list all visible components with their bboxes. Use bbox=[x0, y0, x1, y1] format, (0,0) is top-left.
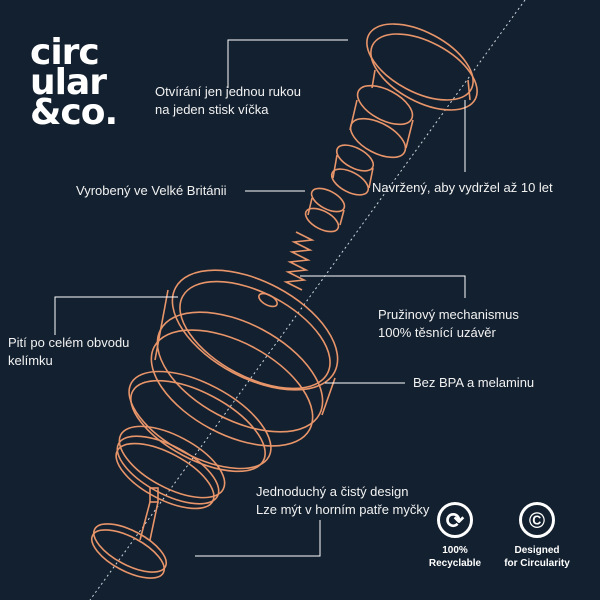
callout-line-one-hand bbox=[227, 39, 348, 88]
badge-label: Recyclable bbox=[428, 558, 482, 569]
axis-dotted-line bbox=[89, 0, 526, 600]
badge-recyclable: ⟳ 100% Recyclable bbox=[410, 502, 500, 570]
callout-bpa: Bez BPA a melaminu bbox=[413, 375, 535, 390]
logo-line: &co. bbox=[30, 92, 118, 133]
callout-line-design bbox=[195, 520, 321, 557]
callout-design: Jednoduchý a čistý design Lze mýt v horn… bbox=[256, 483, 429, 519]
badge-label: 100% bbox=[442, 545, 468, 556]
logo-line: circ bbox=[30, 32, 100, 73]
callout-one-hand: Otvírání jen jednou rukou na jeden stisk… bbox=[155, 83, 301, 119]
callout-text: Jednoduchý a čistý design bbox=[256, 484, 409, 499]
callout-text: kelímku bbox=[8, 353, 53, 368]
stem-valve bbox=[90, 487, 168, 579]
logo-line: ular bbox=[30, 62, 107, 103]
circular-and-co-logo: circ ular &co. bbox=[30, 32, 118, 133]
lid-top bbox=[366, 23, 478, 111]
seal-rings bbox=[115, 370, 272, 510]
callout-text: Otvírání jen jednou rukou bbox=[155, 84, 301, 99]
callout-text: Lze mýt v horním patře myčky bbox=[256, 502, 430, 517]
recycle-icon: ⟳ bbox=[437, 502, 473, 538]
callout-drink-rim: Pití po celém obvodu kelímku bbox=[8, 334, 129, 370]
callout-text: Pití po celém obvodu bbox=[8, 335, 130, 350]
callout-text: na jeden stisk víčka bbox=[155, 102, 269, 117]
badge-label: Designed bbox=[514, 545, 560, 556]
callout-text: Pružinový mechanismus bbox=[378, 307, 519, 322]
badge-label: for Circularity bbox=[504, 558, 570, 569]
callout-line-drink-rim bbox=[54, 296, 178, 335]
callout-text: 100% těsnící uzávěr bbox=[378, 325, 496, 340]
valve-parts bbox=[304, 144, 375, 233]
callout-durable: Navržený, aby vydržel až 10 let bbox=[372, 180, 553, 195]
lid-plunger bbox=[349, 84, 414, 159]
spring bbox=[258, 231, 315, 308]
circularity-icon: © bbox=[519, 502, 555, 538]
main-ring bbox=[150, 269, 339, 447]
callout-made-in: Vyrobený ve Velké Británii bbox=[76, 183, 227, 198]
callout-line-spring bbox=[300, 275, 466, 298]
callout-spring: Pružinový mechanismus 100% těsnící uzávě… bbox=[378, 306, 519, 342]
badge-circularity: © Designed for Circularity bbox=[492, 502, 582, 570]
